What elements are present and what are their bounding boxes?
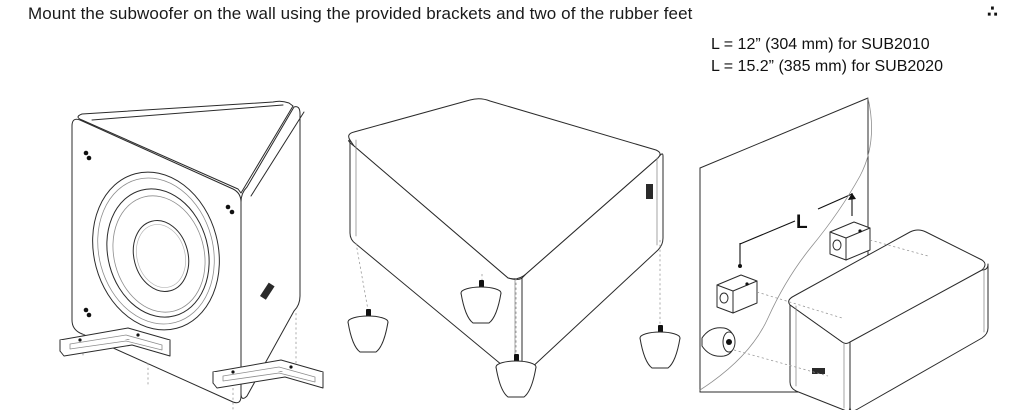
callout-line-sub2020: L = 15.2” (385 mm) for SUB2020 [711,58,943,75]
dimension-L: L [738,193,856,268]
rubber-foot-rail-left [59,327,171,357]
dimension-callouts: L = 12” (304 mm) for SUB2010 L = 15.2” (… [711,34,943,78]
cone-foot-3 [495,354,537,398]
corner-glyph: ∴ [986,4,998,21]
page-title: Mount the subwoofer on the wall using th… [28,4,693,23]
brand-logo [259,282,275,300]
dimension-L-label: L [796,212,808,233]
alignment-dashed-lines [733,239,929,377]
cable [699,97,872,391]
callout-line-sub2010: L = 12” (304 mm) for SUB2010 [711,36,930,53]
cone-foot-2 [460,280,502,324]
wall-bracket-lower [716,274,758,314]
wall-bracket-upper [829,221,871,261]
cone-foot-1 [347,309,389,353]
alignment-dashed-lines [82,313,297,410]
subwoofer-cabinet [788,229,989,410]
rubber-foot [701,327,736,357]
cone-foot-4 [639,325,681,369]
subwoofer-cabinet [348,98,664,374]
brand-logo [646,184,653,199]
driver-cone [92,171,220,331]
rubber-foot-rail-right [212,359,324,389]
brand-logo [812,368,825,374]
